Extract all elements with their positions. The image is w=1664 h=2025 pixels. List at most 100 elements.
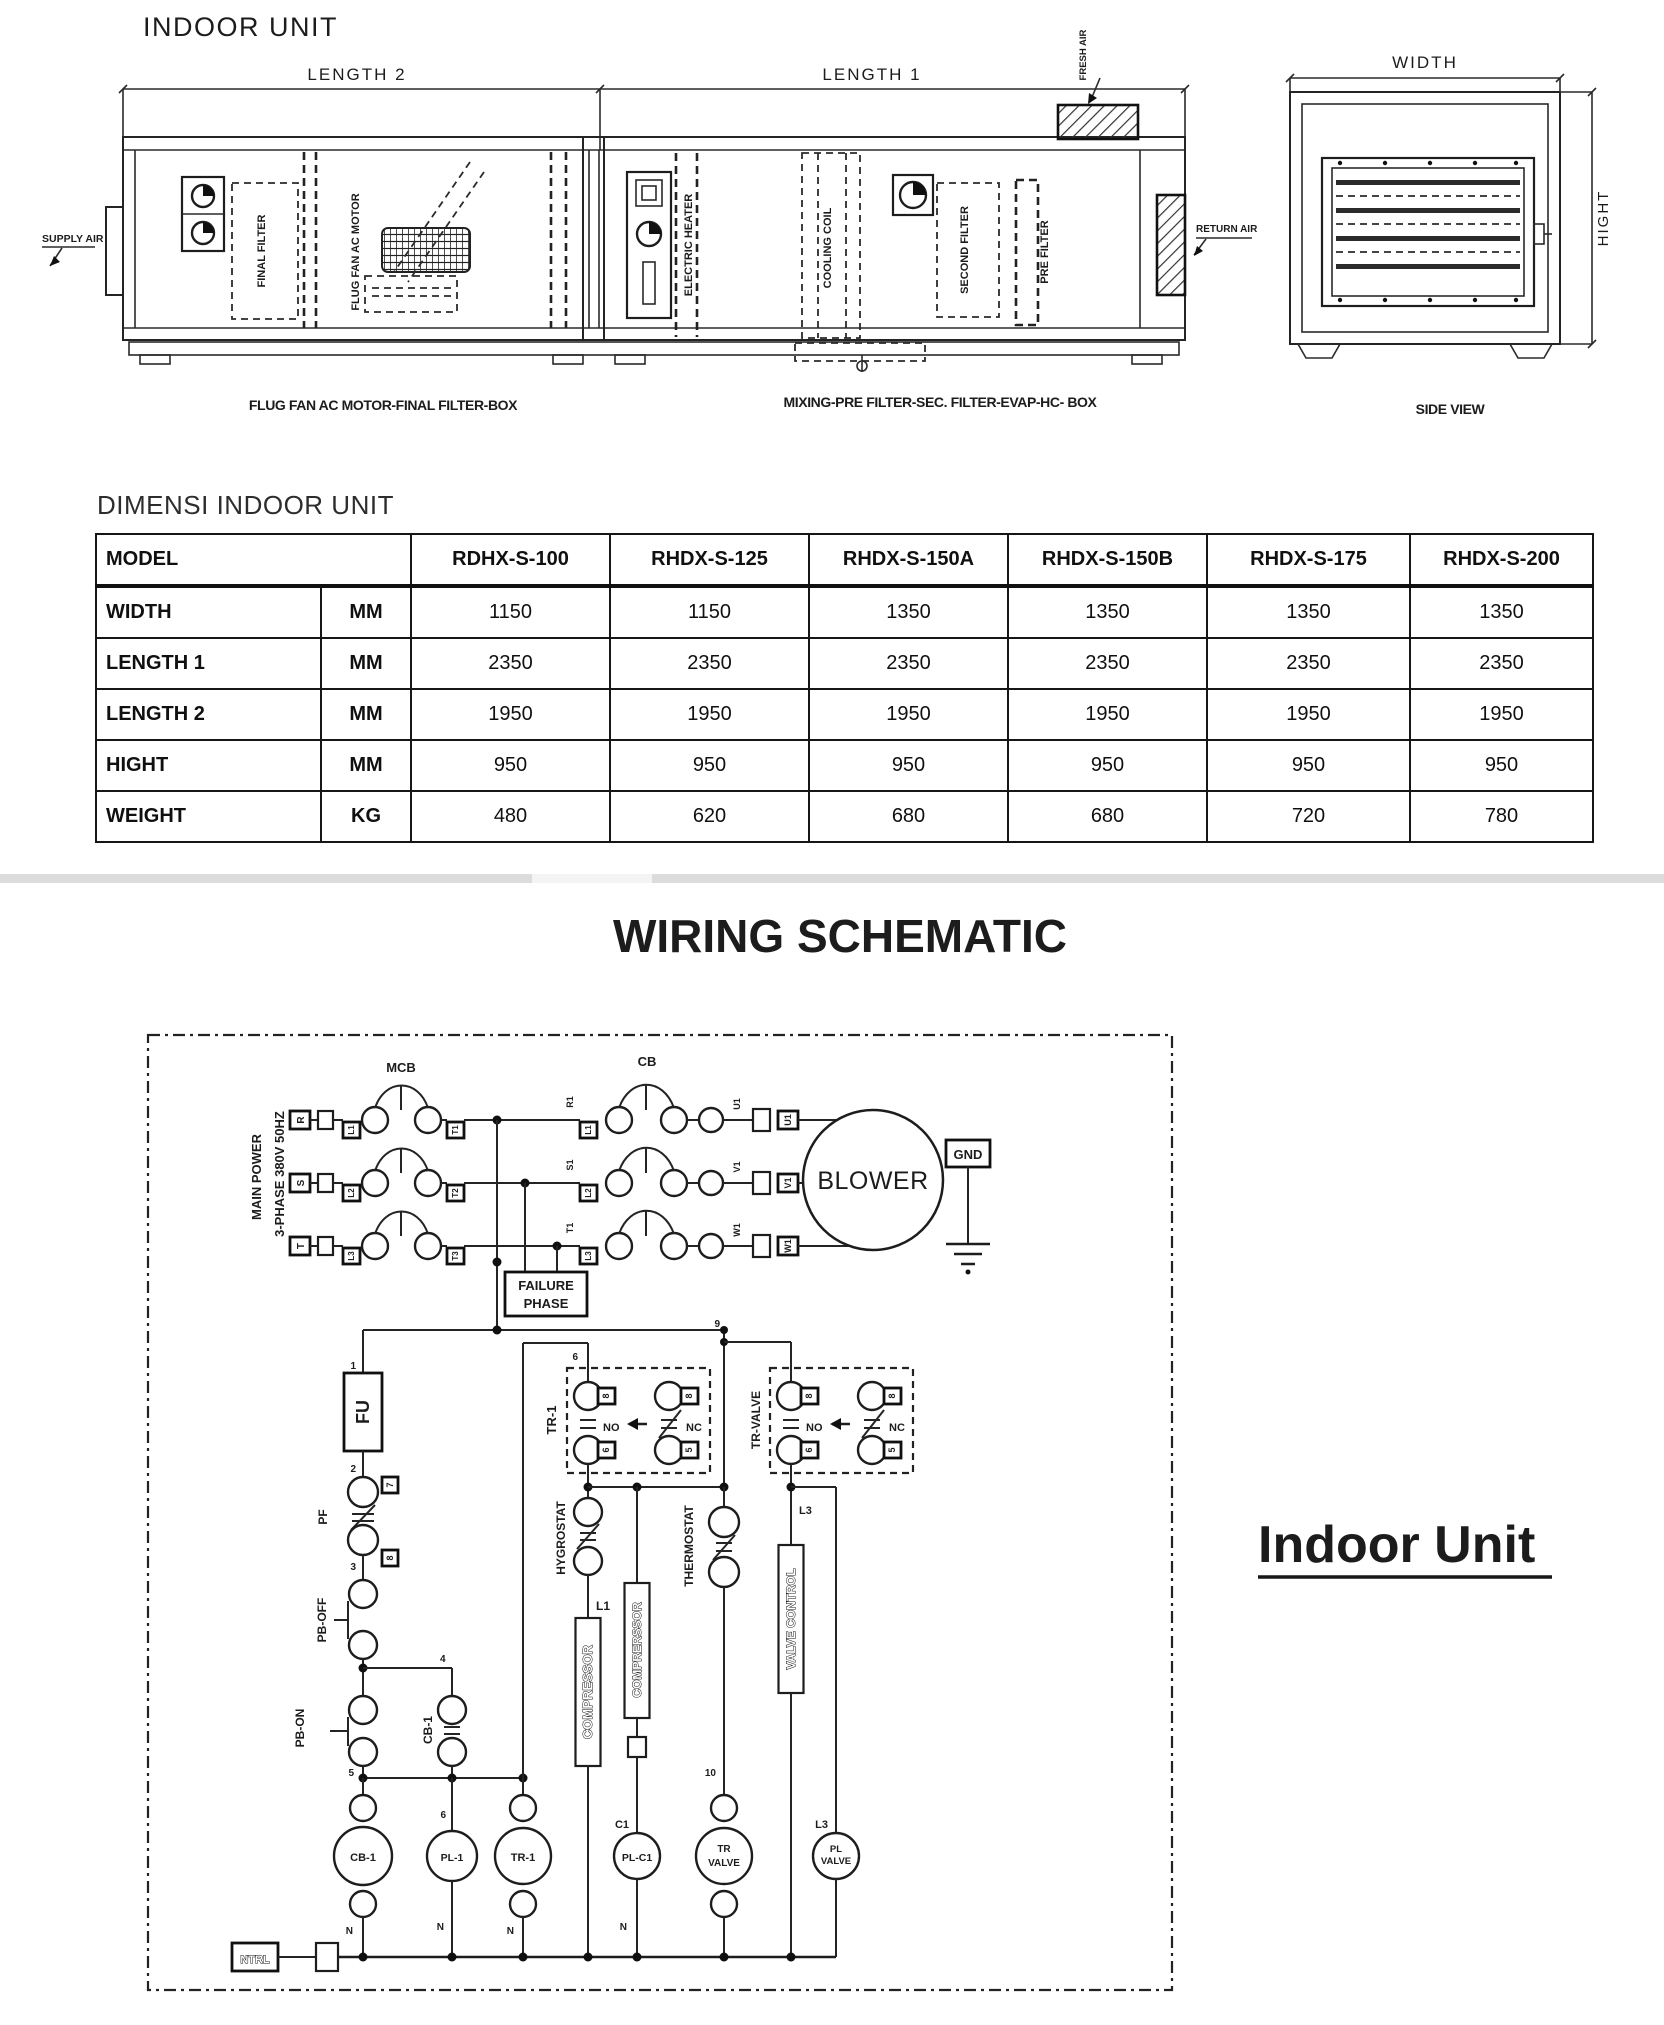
- cb-in-label: S1: [565, 1159, 575, 1170]
- compressor-label-2: COMPRERSSOR: [630, 1602, 644, 1698]
- supply-air-label: SUPPLY AIR: [42, 233, 104, 245]
- row-unit: MM: [320, 585, 412, 639]
- width-label: WIDTH: [1392, 53, 1458, 72]
- cell: 1950: [410, 688, 611, 741]
- cell: 950: [808, 739, 1009, 792]
- nc-label: NC: [889, 1422, 905, 1434]
- table-row: LENGTH 1 MM 2350 2350 2350 2350 2350 235…: [95, 637, 1594, 690]
- compressor-label-1: COMPRESSOR: [580, 1644, 595, 1739]
- row-unit: MM: [320, 688, 412, 741]
- term-box: 8: [601, 1393, 611, 1398]
- thermostat-branch: THERMOSTAT 10 TR VALVE: [682, 1487, 754, 1957]
- motor-term-label: V1: [732, 1161, 742, 1172]
- coil-plv-line1: PL: [830, 1844, 842, 1855]
- control-chain: 1 FU 2 7 PF 3 8 PB-OFF 4 PB-ON 5: [293, 1330, 528, 1783]
- cell: 950: [609, 739, 810, 792]
- term-box: 8: [887, 1393, 897, 1398]
- neutral-label: N: [437, 1922, 444, 1933]
- term-box: 5: [887, 1447, 897, 1452]
- dimension-lines: LENGTH 2 LENGTH 1: [118, 65, 1190, 150]
- cell: 680: [1007, 790, 1208, 843]
- model-cell: RHDX-S-150A: [808, 533, 1009, 588]
- motor-term: V1: [783, 1177, 793, 1188]
- cooling-coil-label: COOLING COIL: [822, 207, 834, 288]
- seq-num: 5: [348, 1768, 354, 1779]
- row-label: LENGTH 2: [95, 688, 322, 741]
- second-filter-label: SECOND FILTER: [959, 206, 971, 294]
- failure-label-1: FAILURE: [518, 1278, 574, 1293]
- fu-label: FU: [353, 1400, 373, 1424]
- phase-terminal: S: [296, 1179, 307, 1186]
- row-unit: KG: [320, 790, 412, 843]
- section-divider-gap: [532, 874, 652, 883]
- cell: 1350: [1206, 585, 1411, 639]
- l3-label-2: L3: [815, 1819, 828, 1831]
- ground: GND: [944, 1138, 992, 1275]
- phase-row-r: R L1 T1 R1 L1 U1 U1: [288, 1083, 838, 1140]
- louver-bars: [1336, 180, 1520, 269]
- term-box: 6: [601, 1447, 611, 1452]
- final-filter-label: FINAL FILTER: [256, 214, 268, 287]
- cell: 780: [1409, 790, 1594, 843]
- row-label: HIGHT: [95, 739, 322, 792]
- term-box: 7: [385, 1482, 395, 1487]
- line-term: L1: [347, 1125, 356, 1135]
- cell: 1950: [1409, 688, 1594, 741]
- model-cell: RDHX-S-100: [410, 533, 611, 588]
- electric-heater-label: ELECTRIC HEATER: [683, 194, 695, 297]
- pb-on-label: PB-ON: [293, 1709, 307, 1748]
- model-cell: RHDX-S-200: [1409, 533, 1594, 588]
- motor-term-label: U1: [732, 1098, 742, 1110]
- cell: 680: [808, 790, 1009, 843]
- wiring-schematic: WIRING SCHEMATIC MAIN POWER 3-PHASE 380V…: [146, 910, 1552, 1992]
- line-term: L2: [584, 1188, 593, 1198]
- cell: 1950: [1206, 688, 1411, 741]
- cb1-contact-label: CB-1: [421, 1716, 435, 1744]
- louver-screws: [1337, 160, 1519, 303]
- neutral-label: N: [346, 1926, 353, 1937]
- return-air-damper: RETURN AIR: [1155, 193, 1258, 297]
- row-label: WIDTH: [95, 585, 322, 639]
- seq-num: 1: [350, 1361, 356, 1372]
- cell: 1350: [1409, 585, 1594, 639]
- ntrl-label: NTRL: [240, 1954, 270, 1966]
- table-row: LENGTH 2 MM 1950 1950 1950 1950 1950 195…: [95, 688, 1594, 741]
- coil-cb1: CB-1: [350, 1852, 376, 1864]
- l1-label: L1: [596, 1599, 610, 1613]
- cell: 2350: [808, 637, 1009, 690]
- failure-phase: FAILURE PHASE: [363, 1120, 724, 1335]
- line-term: L3: [347, 1251, 356, 1261]
- coil-tr1: TR-1: [511, 1852, 535, 1864]
- pb-off-label: PB-OFF: [315, 1598, 329, 1643]
- coil-pl1: PL-1: [441, 1852, 464, 1864]
- neutral-label: N: [507, 1926, 514, 1937]
- table-title: DIMENSI INDOOR UNIT: [97, 490, 394, 520]
- coil-plc1: PL-C1: [622, 1852, 652, 1864]
- cell: 480: [410, 790, 611, 843]
- cell: 720: [1206, 790, 1411, 843]
- fresh-air-label: FRESH AIR: [1078, 29, 1089, 80]
- no-label: NO: [603, 1422, 620, 1434]
- phase-row-s: S L2 T2 S1 L2 V1 V1: [288, 1146, 804, 1203]
- term-box: 8: [385, 1555, 395, 1560]
- tr1-label: TR-1: [544, 1406, 559, 1435]
- mcb-out-term: T3: [451, 1251, 460, 1261]
- cb-in-label: R1: [565, 1096, 575, 1108]
- flug-fan-label: FLUG FAN AC MOTOR: [350, 193, 362, 310]
- term-box: 5: [684, 1447, 694, 1452]
- coil-plv-line2: VALVE: [821, 1856, 851, 1867]
- cell: 1150: [609, 585, 810, 639]
- cb-label: CB: [638, 1054, 657, 1069]
- cell: 950: [1007, 739, 1208, 792]
- supply-air: SUPPLY AIR: [42, 206, 124, 296]
- length1-label: LENGTH 1: [822, 65, 921, 84]
- valve-branch: L3 VALVE CONTROL L3 PL VALVE: [777, 1464, 861, 1957]
- row-unit: MM: [320, 739, 412, 792]
- row-label: LENGTH 1: [95, 637, 322, 690]
- length2-label: LENGTH 2: [307, 65, 406, 84]
- main-power-label-2: 3-PHASE 380V 50HZ: [272, 1111, 287, 1237]
- compressor-branch-2: COMPRERSSOR C1 PL-C1 N: [612, 1487, 662, 1957]
- table-row: WIDTH MM 1150 1150 1350 1350 1350 1350: [95, 585, 1594, 639]
